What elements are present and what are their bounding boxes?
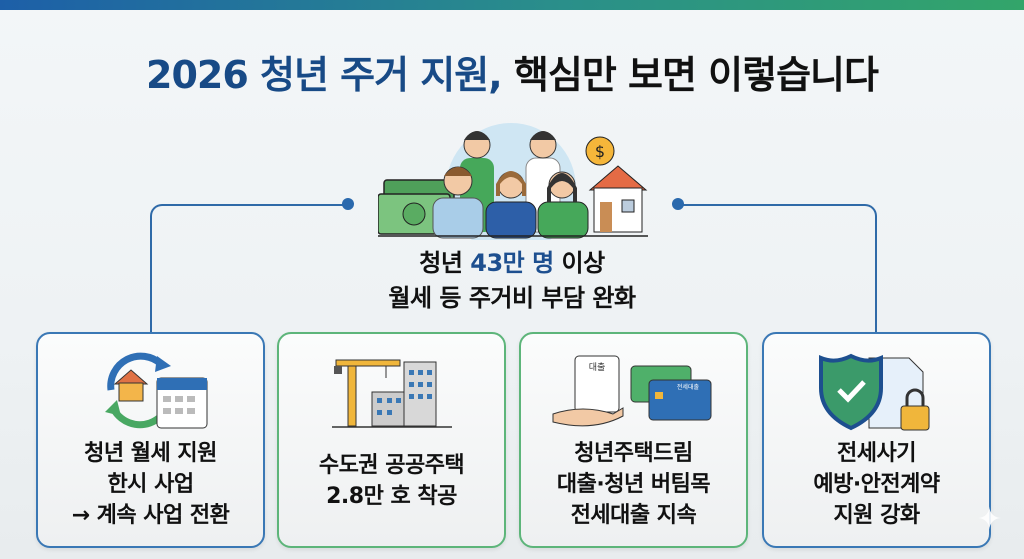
connector-right bbox=[678, 204, 877, 332]
title-rest: 핵심만 보면 이렇습니다 bbox=[501, 53, 879, 97]
person-icon bbox=[432, 166, 484, 239]
loan-document-label: 대출 bbox=[588, 362, 605, 373]
card-line: 전세대출 지속 bbox=[570, 503, 697, 528]
card-line: 수도권 공공주택 bbox=[318, 453, 465, 478]
card-line: → 계속 사업 전환 bbox=[71, 503, 230, 528]
loan-document-card-icon: 대출 전세대출 bbox=[552, 355, 711, 427]
top-gradient-bar bbox=[0, 0, 1024, 10]
person-icon bbox=[537, 171, 589, 239]
card-line: 전세사기 bbox=[837, 441, 916, 466]
summary-line1-post: 이상 bbox=[553, 249, 606, 277]
card-label: 전세대출 bbox=[676, 383, 699, 391]
crane-building-icon bbox=[331, 359, 452, 428]
summary-line2: 월세 등 주거비 부담 완화 bbox=[388, 284, 636, 312]
card-line: 한시 사업 bbox=[107, 472, 194, 497]
house-icon bbox=[588, 165, 648, 233]
connector-dot-right bbox=[672, 198, 684, 210]
title-highlight: 2026 청년 주거 지원, bbox=[146, 53, 503, 97]
svg-text:$: $ bbox=[595, 142, 605, 161]
house-calendar-cycle-icon bbox=[104, 352, 207, 429]
card-line: 대출·청년 버팀목 bbox=[556, 472, 711, 497]
shield-document-lock-icon bbox=[818, 353, 929, 431]
person-icon bbox=[485, 171, 537, 239]
connector-left bbox=[150, 204, 348, 332]
card-line: 청년 월세 지원 bbox=[84, 441, 217, 466]
card-line: 예방·안전계약 bbox=[813, 472, 940, 497]
card-public-housing: 수도권 공공주택 2.8만 호 착공 bbox=[277, 332, 506, 548]
young-people-illustration: $ bbox=[378, 123, 648, 240]
summary-text: 청년 43만 명 이상 월세 등 주거비 부담 완화 bbox=[0, 246, 1024, 316]
card-line: 지원 강화 bbox=[833, 503, 920, 528]
card-line: 2.8만 호 착공 bbox=[326, 484, 457, 509]
summary-line1-pre: 청년 bbox=[419, 249, 471, 277]
sparkle-icon: ✦ bbox=[976, 502, 1002, 537]
connector-dot-left bbox=[342, 198, 354, 210]
summary-highlight: 43만 명 bbox=[470, 249, 554, 277]
card-line: 청년주택드림 bbox=[574, 441, 693, 466]
dollar-bubble-icon: $ bbox=[585, 136, 615, 166]
page-title: 2026 청년 주거 지원, 핵심만 보면 이렇습니다 bbox=[0, 44, 1024, 99]
